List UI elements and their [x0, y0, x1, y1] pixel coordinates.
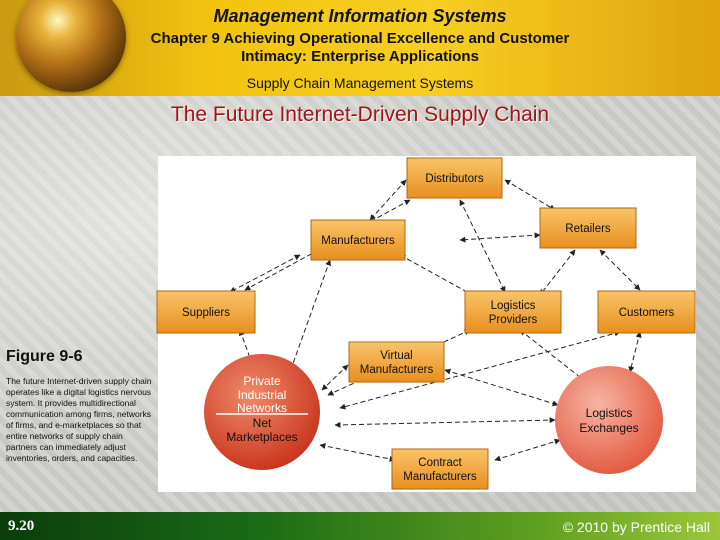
- node-suppliers: Suppliers: [156, 290, 256, 334]
- node-customers: Customers: [597, 290, 696, 334]
- slide-title: The Future Internet-Driven Supply Chain: [170, 103, 550, 126]
- node-suppliers-label: Suppliers: [182, 307, 230, 319]
- course-title: Management Information Systems: [213, 6, 507, 26]
- exchanges-label-1: Logistics: [586, 406, 633, 420]
- node-virtual-manufacturers: Virtual Manufacturers: [348, 341, 445, 383]
- hub-label-marketplaces: Marketplaces: [226, 430, 297, 444]
- node-virtual-manufacturers-label-1: Virtual: [380, 350, 412, 362]
- chapter-title-line2: Intimacy: Enterprise Applications: [241, 48, 479, 65]
- node-network-hub: Private Industrial Networks Net Marketpl…: [204, 354, 320, 470]
- section-title: Supply Chain Management Systems: [246, 75, 474, 91]
- node-distributors: Distributors: [406, 157, 503, 199]
- exchanges-label-2: Exchanges: [579, 421, 638, 435]
- hub-label-networks: Networks: [237, 401, 287, 415]
- globe-logo: [16, 0, 126, 92]
- chapter-title-line1: Chapter 9 Achieving Operational Excellen…: [150, 30, 570, 47]
- node-contract-manufacturers-label-1: Contract: [418, 457, 462, 469]
- node-manufacturers-label: Manufacturers: [321, 235, 395, 247]
- figure-caption: The future Internet-driven supply chain …: [6, 376, 152, 463]
- node-logistics-providers: Logistics Providers: [464, 290, 562, 334]
- footer-bar: [0, 512, 720, 540]
- node-logistics-providers-label-2: Providers: [489, 314, 538, 326]
- hub-label-net: Net: [253, 416, 272, 430]
- node-distributors-label: Distributors: [425, 173, 483, 185]
- node-manufacturers: Manufacturers: [310, 219, 406, 261]
- node-retailers-label: Retailers: [565, 223, 611, 235]
- hub-label-industrial: Industrial: [238, 388, 287, 402]
- node-logistics-exchanges: Logistics Exchanges: [555, 366, 663, 474]
- node-contract-manufacturers-label-2: Manufacturers: [403, 471, 477, 483]
- node-retailers: Retailers: [539, 207, 637, 249]
- page-number: 9.20: [8, 518, 35, 534]
- hub-label-private: Private: [243, 374, 281, 388]
- copyright-notice: © 2010 by Prentice Hall: [562, 519, 710, 535]
- figure-label: Figure 9-6: [6, 348, 83, 365]
- connector-arrows: [229, 179, 642, 462]
- node-contract-manufacturers: Contract Manufacturers: [391, 448, 489, 490]
- node-customers-label: Customers: [619, 307, 675, 319]
- node-logistics-providers-label-1: Logistics: [491, 300, 536, 312]
- node-virtual-manufacturers-label-2: Manufacturers: [360, 364, 434, 376]
